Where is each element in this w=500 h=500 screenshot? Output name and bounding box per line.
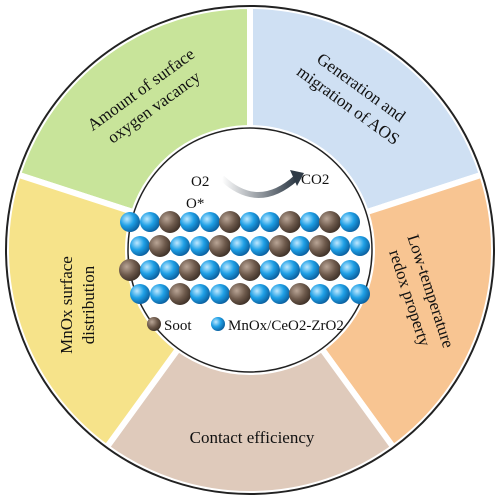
catalyst-particle bbox=[250, 284, 270, 304]
soot-legend-icon bbox=[147, 317, 161, 331]
product-co2: CO2 bbox=[301, 172, 329, 188]
soot-particle bbox=[279, 211, 301, 233]
catalyst-particle bbox=[230, 236, 250, 256]
segment-label-contact: Contact efficiency bbox=[190, 428, 315, 447]
soot-particle bbox=[319, 259, 341, 281]
center-circle bbox=[127, 127, 373, 373]
catalyst-particle bbox=[330, 284, 350, 304]
catalyst-particle bbox=[300, 212, 320, 232]
catalyst-particle bbox=[190, 236, 210, 256]
catalyst-particle bbox=[260, 212, 280, 232]
catalyst-particle bbox=[250, 236, 270, 256]
segment-line: MnOx surface bbox=[57, 256, 76, 354]
catalyst-particle bbox=[260, 260, 280, 280]
soot-particle bbox=[309, 235, 331, 257]
legend-catalyst-label: MnOx/CeO2-ZrO2 bbox=[228, 318, 344, 334]
catalyst-particle bbox=[140, 212, 160, 232]
soot-particle bbox=[149, 235, 171, 257]
catalyst-particle bbox=[120, 212, 140, 232]
segment-line: Contact efficiency bbox=[190, 428, 315, 447]
soot-particle bbox=[219, 211, 241, 233]
legend-soot-label: Soot bbox=[164, 318, 192, 334]
catalyst-particle bbox=[210, 284, 230, 304]
soot-particle bbox=[269, 235, 291, 257]
catalyst-particle bbox=[310, 284, 330, 304]
catalyst-legend-icon bbox=[211, 317, 225, 331]
catalyst-particle bbox=[130, 284, 150, 304]
catalyst-particle bbox=[130, 236, 150, 256]
catalyst-particle bbox=[190, 284, 210, 304]
catalyst-particle bbox=[170, 236, 190, 256]
soot-particle bbox=[289, 283, 311, 305]
soot-particle bbox=[159, 211, 181, 233]
catalyst-particle bbox=[330, 236, 350, 256]
catalyst-particle bbox=[340, 212, 360, 232]
catalyst-particle bbox=[270, 284, 290, 304]
reaction-arrow-head bbox=[290, 170, 304, 186]
catalyst-particle bbox=[180, 212, 200, 232]
reaction-arrow bbox=[219, 175, 298, 198]
ring-outline bbox=[5, 5, 495, 495]
catalyst-particle bbox=[240, 212, 260, 232]
catalyst-particle bbox=[350, 284, 370, 304]
catalyst-particle bbox=[150, 284, 170, 304]
catalyst-particle bbox=[280, 260, 300, 280]
soot-particle bbox=[169, 283, 191, 305]
catalyst-particle bbox=[140, 260, 160, 280]
soot-particle bbox=[209, 235, 231, 257]
catalyst-particle bbox=[340, 260, 360, 280]
catalyst-particle bbox=[160, 260, 180, 280]
soot-particle bbox=[179, 259, 201, 281]
soot-particle bbox=[319, 211, 341, 233]
catalyst-particle bbox=[220, 260, 240, 280]
reactant-o2: O2 bbox=[191, 174, 209, 190]
particle-lattice bbox=[119, 211, 370, 305]
reactant-o-star: O* bbox=[186, 196, 204, 212]
soot-particle bbox=[229, 283, 251, 305]
catalyst-particle bbox=[200, 212, 220, 232]
catalyst-particle bbox=[300, 260, 320, 280]
catalyst-particle bbox=[290, 236, 310, 256]
soot-particle bbox=[239, 259, 261, 281]
catalyst-particle bbox=[350, 236, 370, 256]
catalyst-particle bbox=[200, 260, 220, 280]
segment-label-mnox-distribution: MnOx surface distribution bbox=[57, 256, 98, 354]
segment-line: distribution bbox=[79, 265, 98, 344]
soot-particle bbox=[119, 259, 141, 281]
